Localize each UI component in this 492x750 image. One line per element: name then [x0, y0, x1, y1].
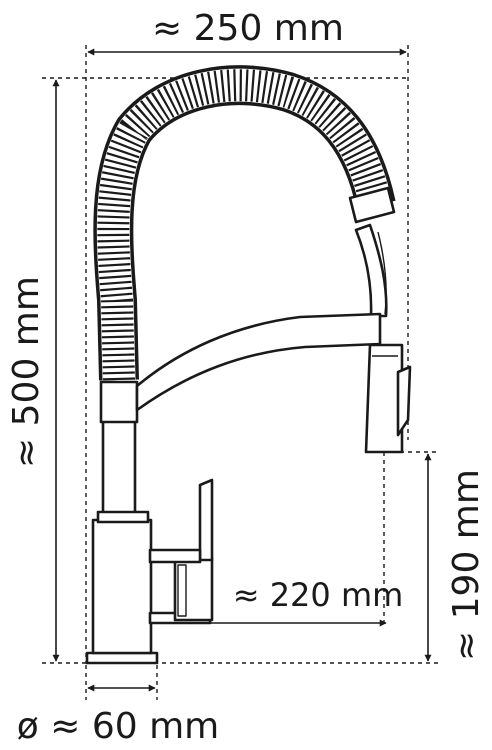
spring-end-cap [348, 186, 396, 224]
width-label: ≈ 250 mm [152, 8, 344, 49]
base-plate [85, 651, 159, 665]
sprayer-trigger [396, 365, 412, 437]
lever-arm [148, 548, 202, 564]
spout-arm [135, 312, 382, 412]
hose-inner-line [377, 231, 387, 315]
lever-handle [198, 478, 214, 562]
spring-coil [93, 65, 396, 381]
height-label: ≈ 500 mm [6, 276, 47, 468]
lever-detail [177, 564, 187, 617]
faucet [85, 65, 412, 665]
column-collar [96, 510, 150, 524]
hose [354, 223, 388, 318]
base-diameter-label: ø ≈ 60 mm [17, 706, 219, 747]
sprayer-head [364, 343, 404, 454]
arm-joint-collar [99, 380, 139, 424]
spout-reach-label: ≈ 220 mm [233, 576, 404, 614]
spout-height-label: ≈ 190 mm [446, 469, 487, 661]
lever-base [173, 556, 214, 622]
faucet-body [91, 518, 153, 655]
faucet-column [101, 418, 137, 522]
